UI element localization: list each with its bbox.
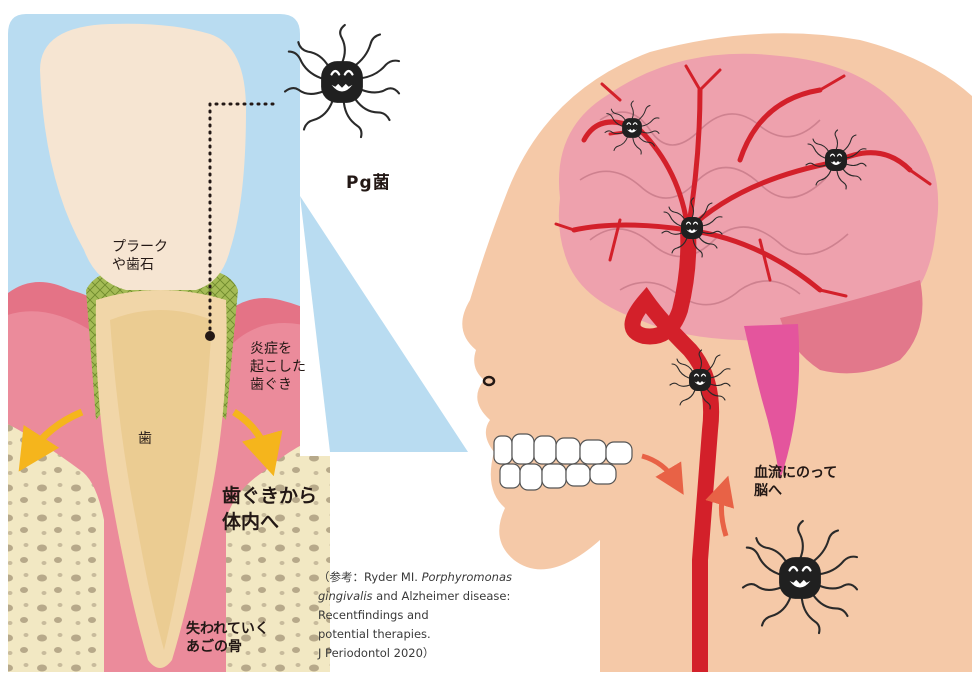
reference-line-3: Recentfindings and (318, 606, 512, 625)
inflamed-gum-label-3: 歯ぐき (250, 376, 292, 394)
reference-line-4: potential therapies. (318, 625, 512, 644)
inflamed-gum-label-2: 起こした (250, 358, 306, 376)
reference-citation: （参考：Ryder MI. Porphyromonas gingivalis a… (318, 568, 512, 663)
inflamed-gum-label-1: 炎症を (250, 340, 292, 358)
plaque-label-2: や歯石 (112, 256, 154, 274)
tooth-panel (0, 0, 340, 672)
reference-line-2: and Alzheimer disease: (373, 589, 511, 603)
reference-prefix: （参考：Ryder MI. (318, 570, 422, 584)
callout-wedge (300, 196, 468, 452)
into-body-label-2: 体内へ (222, 510, 279, 534)
bacteria-icon (285, 25, 399, 137)
pg-bacteria-label: Pg菌 (346, 168, 391, 193)
bone-label-1: 失われていく (186, 620, 269, 638)
reference-italic-2: gingivalis (318, 589, 373, 603)
head-illustration (462, 33, 972, 672)
tooth-label: 歯 (138, 430, 152, 448)
reference-line-5: J Periodontol 2020） (318, 644, 512, 663)
leader-dot (205, 331, 215, 341)
bone-label-2: あごの骨 (186, 638, 242, 656)
bloodflow-label-1: 血流にのって (754, 464, 837, 482)
into-body-label-1: 歯ぐきから (222, 484, 317, 508)
plaque-label-1: プラーク (112, 238, 168, 256)
bloodflow-label-2: 脳へ (754, 482, 782, 500)
reference-italic-1: Porphyromonas (422, 570, 512, 584)
